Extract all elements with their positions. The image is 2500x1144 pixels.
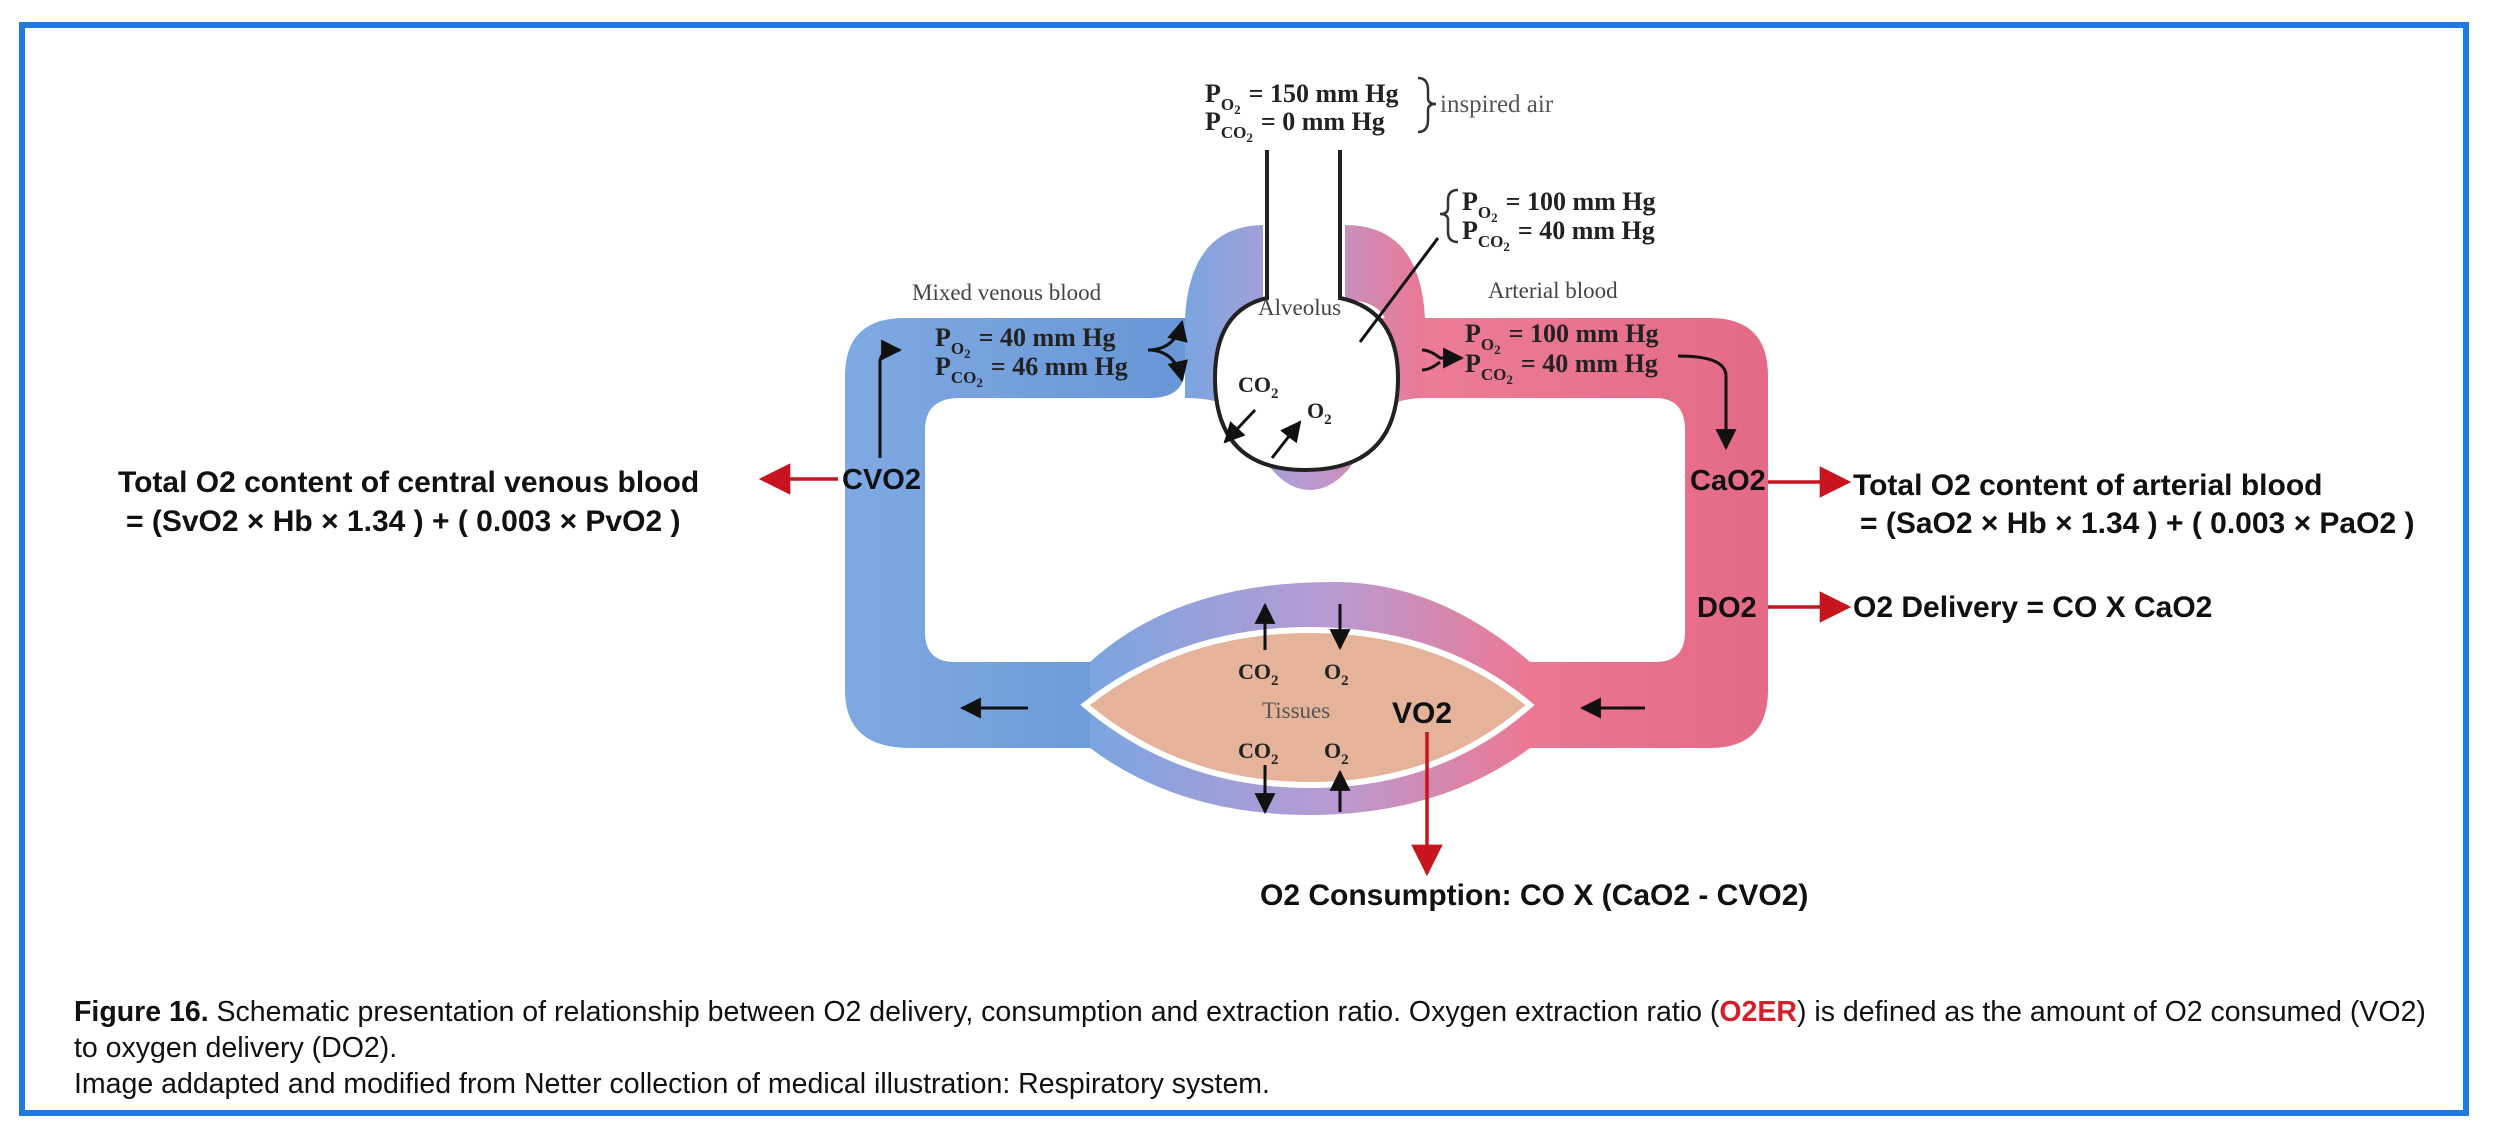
- cvo2-label: CVO2: [842, 464, 921, 496]
- alveolar-pco2: PCO2= 40 mm Hg: [1462, 216, 1655, 254]
- figure-label: Figure 16.: [74, 996, 209, 1028]
- inspired-pco2: PCO2= 0 mm Hg: [1205, 107, 1385, 145]
- arterial-content-formula: = (SaO2 × Hb × 1.34 ) + ( 0.003 × PaO2 ): [1860, 507, 2414, 540]
- tissues: [1080, 626, 1535, 789]
- tissue-co2-top: CO2: [1238, 659, 1279, 689]
- caption-main: Figure 16. Schematic presentation of rel…: [74, 994, 2444, 1066]
- arterial-content-title: Total O2 content of arterial blood: [1853, 469, 2322, 502]
- caption-text-after: ) is defined as the amount of O2 consume…: [74, 996, 2426, 1064]
- inspired-po2: PO2= 150 mm Hg: [1205, 79, 1398, 117]
- co2-out-arrow: [1223, 408, 1257, 444]
- alveolar-gas-values: PO2= 100 mm Hg PCO2= 40 mm Hg: [1358, 187, 1655, 343]
- alveolus-labels: Alveolus CO2 O2: [1223, 295, 1341, 459]
- arterial-values: Arterial blood PO2= 100 mm Hg PCO2= 40 m…: [1421, 278, 1737, 451]
- alveolus-o2-label: O2: [1307, 398, 1332, 428]
- tissue-o2-top: O2: [1324, 659, 1349, 689]
- figure-caption: Figure 16. Schematic presentation of rel…: [74, 994, 2444, 1102]
- alveolar-pointer-line: [1358, 237, 1440, 343]
- figure-frame: [19, 22, 2469, 1116]
- mixed-venous-title: Mixed venous blood: [912, 280, 1102, 305]
- tissue-gas-exchange: CO2 O2 Tissues CO2 O2: [1238, 602, 1351, 815]
- o2-in-arrow: [1270, 420, 1302, 459]
- inspired-air-label: inspired air: [1440, 91, 1554, 118]
- arterial-po2: PO2= 100 mm Hg: [1465, 319, 1658, 357]
- alveolar-po2: PO2= 100 mm Hg: [1462, 187, 1655, 225]
- consumption-formula: O2 Consumption: CO X (CaO2 - CVO2): [1260, 879, 1808, 912]
- arterial-down-arrow: [1677, 354, 1737, 451]
- caption-source: Image addapted and modified from Netter …: [74, 1068, 1270, 1100]
- alveolus: [1212, 150, 1401, 473]
- arterial-title: Arterial blood: [1488, 278, 1618, 303]
- venous-pco2: PCO2= 46 mm Hg: [935, 352, 1128, 390]
- delivery-formula: O2 Delivery = CO X CaO2: [1853, 591, 2212, 624]
- venous-content-formula: = (SvO2 × Hb × 1.34 ) + ( 0.003 × PvO2 ): [126, 505, 680, 538]
- venous-po2: PO2= 40 mm Hg: [935, 323, 1115, 361]
- cao2-label: CaO2: [1690, 465, 1766, 497]
- alveolus-co2-label: CO2: [1238, 372, 1279, 402]
- vo2-label: VO2: [1392, 697, 1452, 730]
- tissue-o2-bottom: O2: [1324, 738, 1349, 768]
- inspired-air-values: PO2= 150 mm Hg PCO2= 0 mm Hg inspired ai…: [1205, 76, 1554, 145]
- alveolus-label: Alveolus: [1258, 295, 1341, 320]
- mixed-venous-values: Mixed venous blood PO2= 40 mm Hg PCO2= 4…: [878, 280, 1188, 458]
- tissues-label: Tissues: [1262, 698, 1330, 723]
- arterial-pco2: PCO2= 40 mm Hg: [1465, 349, 1658, 387]
- caption-text-before: Schematic presentation of relationship b…: [208, 996, 1720, 1028]
- tissue-co2-bottom: CO2: [1238, 738, 1279, 768]
- venous-up-arrow: [878, 339, 903, 458]
- o2er-term: O2ER: [1719, 996, 1798, 1028]
- venous-content-title: Total O2 content of central venous blood: [118, 466, 699, 499]
- do2-label: DO2: [1697, 592, 1757, 624]
